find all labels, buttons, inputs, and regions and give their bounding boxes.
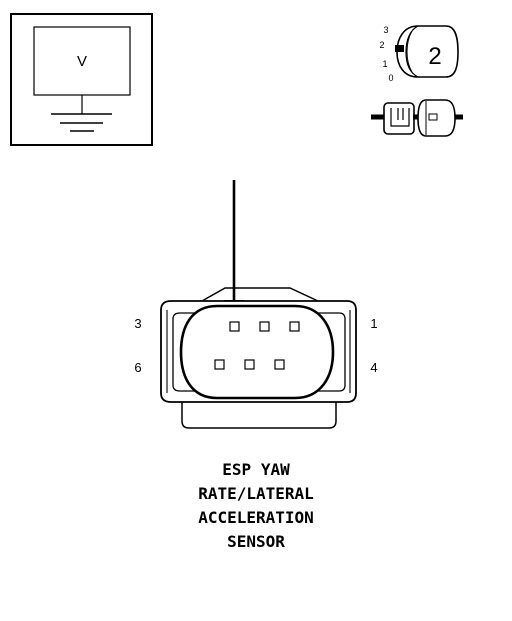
pin-number-label: 6 — [134, 360, 141, 375]
voltmeter-symbol: V — [10, 13, 153, 146]
voltmeter-label: V — [77, 53, 87, 70]
pin-cavity — [289, 321, 300, 332]
connector-latch — [201, 287, 319, 302]
sensor-connector: 3 6 1 4 — [134, 287, 378, 429]
probe-position-label: 0 — [388, 73, 393, 83]
caption-line: SENSOR — [227, 532, 285, 551]
pin-cavity — [229, 321, 240, 332]
component-caption: ESP YAW RATE/LATERAL ACCELERATION SENSOR — [198, 460, 314, 551]
probe-position-label: 2 — [379, 40, 384, 50]
voltmeter-frame — [10, 13, 153, 146]
caption-line: ESP YAW — [222, 460, 290, 479]
pin-number-label: 1 — [370, 316, 377, 331]
pin-cavity — [259, 321, 270, 332]
probe-socket-window — [428, 113, 438, 121]
probe-plug-slot — [390, 108, 410, 127]
pin-number-label: 3 — [134, 316, 141, 331]
connector-cavity-face — [179, 304, 335, 400]
caption-line: ACCELERATION — [198, 508, 314, 527]
pin-cavity — [214, 359, 225, 370]
test-arrow — [224, 180, 244, 320]
pin-number-label: 4 — [370, 360, 377, 375]
dial-rim — [405, 25, 419, 78]
probe-position-label: 1 — [382, 59, 387, 69]
pin-cavity — [274, 359, 285, 370]
probe-selector: 3 2 1 0 2 — [371, 25, 463, 137]
dial-pointer-icon — [395, 45, 404, 52]
dial-rim — [406, 30, 413, 73]
connector-inner-frame — [172, 312, 346, 392]
probe-number: 2 — [428, 43, 441, 70]
probe-position-label: 3 — [383, 25, 388, 35]
pin-cavity — [244, 359, 255, 370]
dial-body — [396, 25, 459, 78]
connector-skirt — [181, 402, 337, 429]
caption-line: RATE/LATERAL — [198, 484, 314, 503]
